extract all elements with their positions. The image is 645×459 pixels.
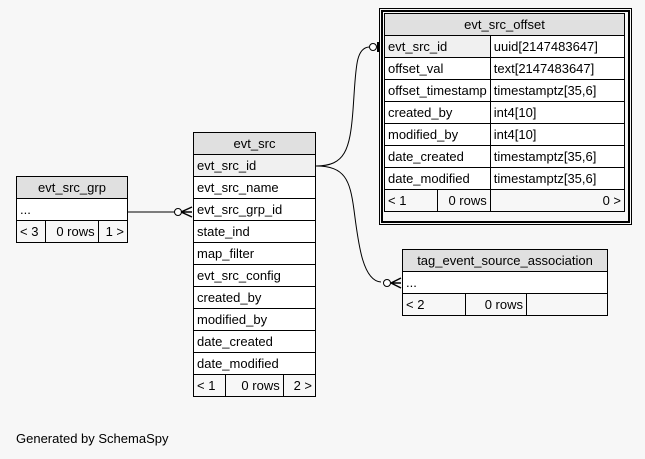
column-type: int4[10] bbox=[489, 101, 626, 124]
column-row: state_ind bbox=[193, 220, 316, 243]
column-name: date_modified bbox=[384, 167, 491, 190]
parents-count: < 2 bbox=[402, 293, 466, 316]
children-count: 2 > bbox=[282, 374, 317, 397]
column-type: uuid[2147483647] bbox=[489, 35, 626, 58]
parents-count: < 1 bbox=[192, 374, 227, 397]
children-count: 1 > bbox=[97, 220, 129, 243]
table-evt-src[interactable]: evt_src evt_src_id evt_src_name evt_src_… bbox=[192, 132, 317, 397]
table-title[interactable]: evt_src_offset bbox=[384, 13, 625, 36]
row-count: 0 rows bbox=[225, 374, 284, 397]
crowfoot-icon bbox=[390, 277, 402, 289]
parents-count: < 3 bbox=[15, 220, 47, 243]
column-row: evt_src_grp_id bbox=[193, 198, 316, 221]
children-count: 0 > bbox=[489, 189, 626, 212]
column-type: timestamptz[35,6] bbox=[489, 145, 626, 168]
column-type: timestamptz[35,6] bbox=[489, 79, 626, 102]
row-count: 0 rows bbox=[465, 293, 527, 316]
column-name: created_by bbox=[384, 101, 491, 124]
column-row: created_by bbox=[193, 286, 316, 309]
column-row: date_modified bbox=[193, 352, 316, 375]
column-name: date_created bbox=[384, 145, 491, 168]
column-type: timestamptz[35,6] bbox=[489, 167, 626, 190]
row-count: 0 rows bbox=[436, 189, 491, 212]
column-row: modified_by bbox=[193, 308, 316, 331]
column-row: ... bbox=[16, 198, 128, 221]
optional-marker-icon bbox=[369, 43, 377, 51]
table-title[interactable]: evt_src_grp bbox=[16, 176, 128, 199]
parents-count: < 1 bbox=[384, 189, 438, 212]
relationship-evt-src-to-offset bbox=[315, 46, 370, 167]
focused-table-frame bbox=[379, 8, 632, 225]
optional-marker-icon bbox=[383, 279, 391, 287]
table-title[interactable]: tag_event_source_association bbox=[402, 249, 608, 272]
table-title[interactable]: evt_src bbox=[193, 132, 316, 155]
column-row: map_filter bbox=[193, 242, 316, 265]
children-count bbox=[526, 293, 608, 316]
column-name: evt_src_id bbox=[384, 35, 491, 58]
column-name: offset_val bbox=[384, 57, 491, 80]
column-row: evt_src_id bbox=[193, 154, 316, 177]
column-row: evt_src_name bbox=[193, 176, 316, 199]
column-row: ... bbox=[402, 271, 608, 294]
crowfoot-icon bbox=[180, 206, 193, 218]
generated-by-label: Generated by SchemaSpy bbox=[16, 431, 169, 446]
relationship-evt-src-to-tag bbox=[315, 165, 382, 283]
column-type: int4[10] bbox=[489, 123, 626, 146]
column-row: evt_src_config bbox=[193, 264, 316, 287]
table-tag-event-source-association[interactable]: tag_event_source_association ... < 2 0 r… bbox=[402, 249, 608, 316]
optional-marker-icon bbox=[174, 208, 182, 216]
column-row: date_created bbox=[193, 330, 316, 353]
column-name: offset_timestamp bbox=[384, 79, 491, 102]
row-count: 0 rows bbox=[45, 220, 99, 243]
column-name: modified_by bbox=[384, 123, 491, 146]
table-evt-src-grp[interactable]: evt_src_grp ... < 3 0 rows 1 > bbox=[15, 176, 129, 243]
column-type: text[2147483647] bbox=[489, 57, 626, 80]
